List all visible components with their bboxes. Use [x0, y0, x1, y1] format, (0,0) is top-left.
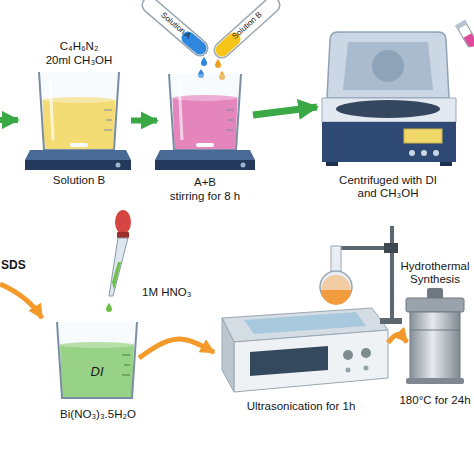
centrifuge — [343, 42, 433, 90]
flow-arrow — [0, 117, 18, 123]
stirrer-plate — [25, 150, 131, 170]
beaker-yellow — [104, 110, 112, 130]
liquid-drops — [215, 59, 221, 68]
step-label: 20ml CH₃OH — [28, 54, 130, 67]
flow-arrow — [0, 120, 18, 121]
beaker-magenta — [169, 74, 241, 150]
step-label: A+B — [158, 176, 252, 189]
centrifuge — [322, 122, 456, 162]
hydrothermal-autoclave — [410, 312, 460, 380]
centrifuge — [421, 150, 427, 156]
centrifuge — [409, 150, 415, 156]
centrifuge — [322, 32, 456, 166]
centrifuge — [326, 162, 338, 166]
stirrer-plate — [155, 160, 255, 170]
round-flask — [320, 246, 352, 305]
stirrer-plate — [155, 150, 255, 160]
centrifuge-step: Centrifuged with DI and CH₃OH — [318, 28, 458, 168]
beaker-green — [122, 355, 130, 375]
autoclave-step: Hydrothermal Synthesis180°C for 24h — [408, 298, 462, 384]
clamp-stand — [338, 246, 392, 250]
hydrothermal-autoclave — [406, 288, 464, 384]
beaker-step: DIBi(NO₃)₃.5H₂O — [58, 320, 138, 402]
ultrasonic-bath — [244, 312, 366, 334]
reagent-label: SDS — [1, 258, 26, 272]
step-label: Hydrothermal Synthesis — [384, 260, 474, 286]
step-label: stirring for 8 h — [146, 190, 264, 203]
stirrer-plate — [155, 150, 255, 170]
sample-tube — [464, 33, 474, 48]
dropper — [106, 210, 131, 312]
step-label: Solution A — [149, 1, 204, 49]
round-flask — [321, 275, 351, 290]
stirrer-plate — [241, 163, 246, 168]
step-label: C₄H₆N₂ — [28, 40, 130, 53]
ultrasonic-bath — [222, 318, 234, 392]
flow-arrow — [388, 334, 407, 342]
ultrasonic-bath — [343, 350, 353, 360]
centrifuge — [433, 150, 439, 156]
stirrer-plate — [25, 150, 131, 160]
centrifuge — [336, 100, 440, 118]
beaker-yellow — [50, 78, 53, 140]
dropper — [117, 232, 129, 238]
beaker-magenta — [169, 74, 241, 150]
centrifuge — [372, 50, 404, 82]
flow-arrow — [253, 107, 317, 115]
dropper-step: 1M HNO₃ — [100, 208, 136, 304]
ultrasonic-bath — [346, 368, 351, 373]
beaker-magenta — [179, 80, 182, 140]
round-flask — [331, 246, 341, 272]
centrifuge — [404, 129, 442, 143]
stirrer-plate — [25, 160, 131, 170]
dropper — [109, 238, 128, 296]
beaker-step: C₄H₆N₂20ml CH₃OHSolution B — [28, 70, 130, 170]
sample-tube — [455, 20, 474, 50]
ultrasonic-bath — [361, 348, 371, 358]
test-tube: Solution B — [211, 0, 283, 58]
round-flask — [321, 290, 351, 305]
step-label: Bi(NO₃)₃.5H₂O — [44, 408, 152, 421]
centrifuge — [322, 98, 456, 122]
step-label: 1M HNO₃ — [142, 286, 214, 299]
dropper — [115, 210, 131, 234]
beaker-green — [57, 322, 137, 398]
flow-arrow — [0, 284, 42, 318]
flow-arrow — [0, 284, 42, 318]
step-label: 180°C for 24h — [384, 394, 474, 407]
hydrothermal-autoclave — [406, 298, 464, 312]
centrifuge — [440, 162, 452, 166]
stirrer-plate — [116, 163, 121, 168]
step-label: Ultrasonication for 1h — [215, 400, 387, 413]
ultrasonication-step: Ultrasonication for 1h — [215, 300, 387, 392]
ultrasonic-bath — [364, 366, 369, 371]
step-label: Solution B — [220, 1, 274, 51]
hydrothermal-autoclave — [406, 378, 464, 384]
ultrasonic-bath — [234, 330, 388, 392]
hydrothermal-autoclave — [410, 330, 460, 331]
clamp-stand — [384, 243, 398, 253]
mixing-step: A+Bstirring for 8 h — [158, 72, 252, 170]
step-label: DI — [82, 364, 112, 379]
beaker-magenta — [226, 110, 234, 130]
dropper — [112, 262, 121, 290]
beaker-yellow — [39, 72, 119, 150]
beaker-green — [57, 322, 137, 398]
clamp-stand — [390, 226, 394, 320]
flow-arrow — [139, 339, 214, 358]
step-label: Centrifuged with DI and CH₃OH — [330, 174, 446, 200]
sample-tube — [455, 20, 468, 30]
centrifuge — [327, 32, 449, 98]
test-tube: Solution A — [140, 0, 212, 58]
beaker-yellow — [39, 72, 119, 150]
ultrasonic-bath — [250, 346, 328, 376]
dropper — [106, 303, 112, 312]
liquid-drops — [201, 57, 207, 66]
ultrasonic-bath — [222, 308, 388, 392]
step-label: Solution B — [28, 174, 130, 187]
flow-arrow — [131, 117, 157, 123]
